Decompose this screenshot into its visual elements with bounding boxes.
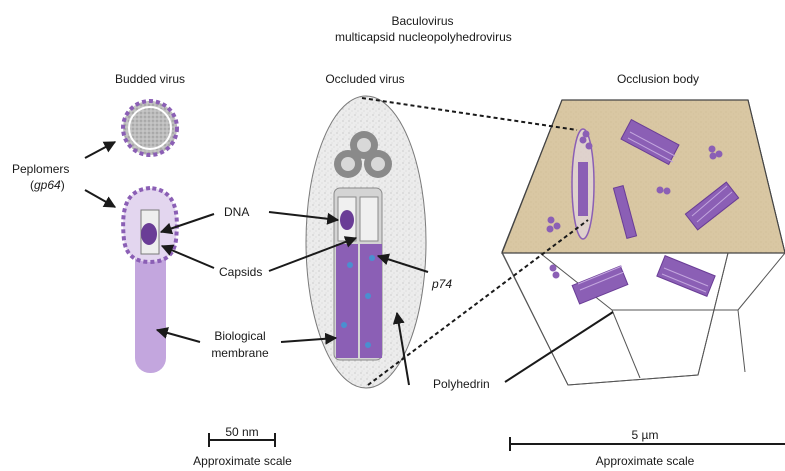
label-peplomers: Peplomers xyxy=(12,162,69,176)
title-line2: multicapsid nucleopolyhedrovirus xyxy=(335,30,510,44)
scale-left-value: 50 nm xyxy=(212,425,272,439)
section-budded-virus: Budded virus xyxy=(95,72,205,86)
label-biological: Biological xyxy=(200,329,280,343)
occlusion-body xyxy=(502,100,785,385)
label-capsids: Capsids xyxy=(219,265,262,279)
title-line1: Baculovirus xyxy=(350,14,495,28)
budded-virus-rod xyxy=(123,188,177,373)
label-dna: DNA xyxy=(224,205,249,219)
section-occluded-virus: Occluded virus xyxy=(305,72,425,86)
label-membrane: membrane xyxy=(200,346,280,360)
occluded-virus xyxy=(306,96,426,388)
section-occlusion-body: Occlusion body xyxy=(603,72,713,86)
scale-right-value: 5 µm xyxy=(610,428,680,442)
scale-left-caption: Approximate scale xyxy=(180,454,305,468)
label-gp64-text: gp64 xyxy=(34,178,61,192)
label-polyhedrin: Polyhedrin xyxy=(433,377,490,391)
label-gp64: (gp64) xyxy=(30,178,65,192)
scale-right-caption: Approximate scale xyxy=(580,454,710,468)
budded-virus-sphere xyxy=(123,101,177,155)
label-p74: p74 xyxy=(432,277,452,291)
